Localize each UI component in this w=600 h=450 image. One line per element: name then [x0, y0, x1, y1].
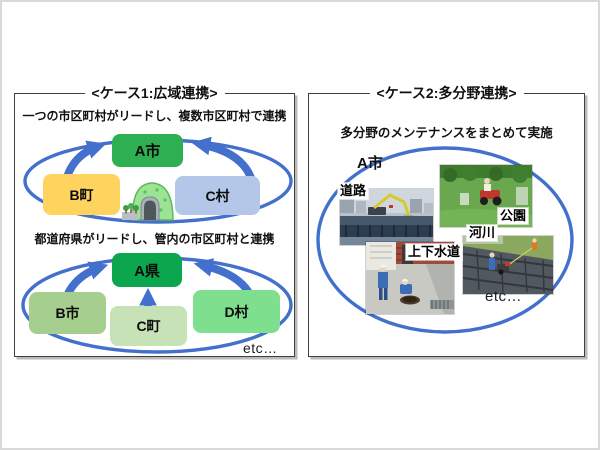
box-c-town: C町 [110, 306, 187, 346]
case2-note: 多分野のメンテナンスをまとめて実施 [340, 126, 553, 140]
box-b-town: B町 [43, 174, 120, 215]
box-c-town-label: C町 [136, 318, 161, 334]
case2-title: <ケース2:多分野連携> [369, 83, 524, 103]
box-c-village-label: C村 [205, 187, 230, 204]
box-b-city-label: B市 [55, 305, 80, 321]
box-a-city: A市 [112, 134, 183, 167]
road-label: 道路 [338, 183, 369, 200]
case1-title: <ケース1:広域連携> [84, 83, 225, 103]
river-embankment-illustration [463, 236, 553, 294]
box-b-city: B市 [29, 292, 106, 334]
box-d-village-label: D村 [224, 303, 249, 320]
box-a-city-label: A市 [134, 143, 161, 160]
case2-panel: <ケース2:多分野連携> 多分野のメンテナンスをまとめて実施 A市 [308, 83, 585, 357]
case1-panel: <ケース1:広域連携> 一つの市区町村がリードし、複数市区町村で連携 A市 B町 [14, 83, 295, 357]
box-a-prefecture-label: A県 [134, 262, 160, 280]
case2-municipality-label: A市 [357, 155, 383, 172]
box-b-town-label: B町 [69, 186, 94, 203]
case2-etc-text: etc… [485, 288, 523, 305]
water-sewer-label: 上下水道 [406, 244, 463, 261]
case2-scope-ellipse [316, 146, 574, 334]
box-a-prefecture: A県 [112, 253, 182, 287]
park-label: 公園 [498, 208, 529, 225]
river-photo [463, 236, 553, 294]
box-d-village: D村 [193, 290, 280, 333]
case1-etc-text: etc… [243, 340, 278, 356]
river-label: 河川 [467, 225, 498, 242]
box-c-village: C村 [175, 176, 260, 215]
case1-bottom-note: 都道府県がリードし、管内の市区町村と連携 [34, 232, 275, 246]
tunnel-icon [122, 182, 174, 221]
case1-top-note: 一つの市区町村がリードし、複数市区町村で連携 [22, 109, 287, 123]
